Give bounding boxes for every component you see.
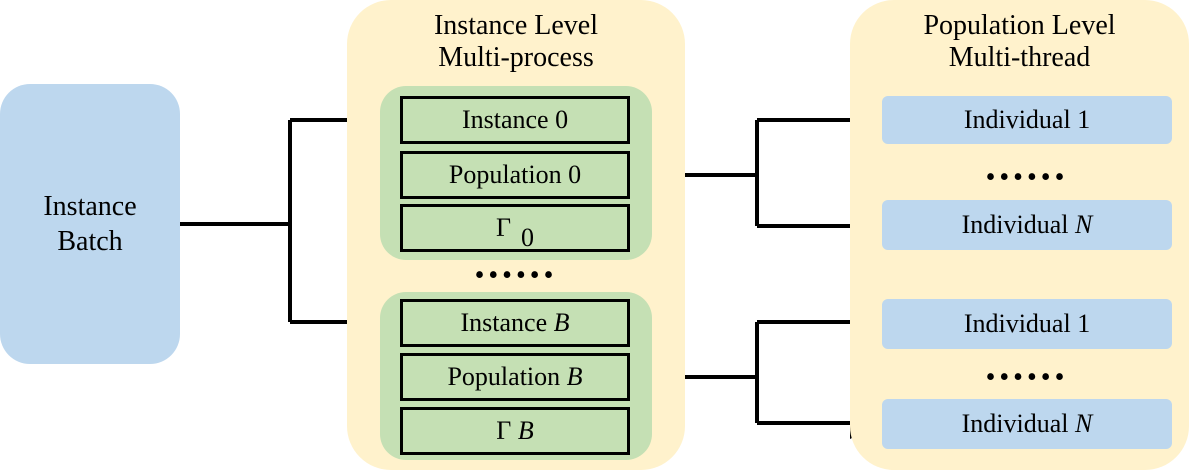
population-level-title-line2: Multi-thread	[948, 42, 1091, 73]
gamma-cell-b-symbol: Γ	[496, 416, 512, 445]
individual-n-top-prefix: Individual	[961, 210, 1069, 239]
population-cell-0: Population 0	[400, 151, 630, 199]
instance-cell-b: Instance B	[400, 299, 630, 347]
population-level-title: Population Level Multi-thread	[850, 10, 1189, 74]
individual-1-bottom: Individual 1	[882, 299, 1172, 349]
population-cell-b-index: B	[566, 362, 583, 391]
individual-1-top-index: 1	[1077, 105, 1091, 134]
individual-1-top: Individual 1	[882, 96, 1172, 144]
individual-separator-bottom: ••••••	[985, 362, 1069, 393]
batch-label-line2: Batch	[57, 226, 123, 257]
instance-level-title: Instance Level Multi-process	[347, 10, 685, 74]
instance-level-title-line1: Instance Level	[433, 10, 599, 41]
individual-n-top-index: N	[1075, 210, 1093, 239]
instance-cell-0: Instance 0	[400, 96, 630, 144]
individual-n-bottom: Individual N	[882, 399, 1172, 449]
population-cell-0-index: 0	[568, 160, 582, 189]
gamma-cell-0-symbol: Γ	[495, 213, 512, 242]
gamma-cell-b-index: B	[517, 416, 534, 445]
individual-1-bottom-index: 1	[1077, 309, 1091, 338]
individual-n-bottom-prefix: Individual	[961, 409, 1069, 438]
individual-n-bottom-index: N	[1075, 409, 1093, 438]
gamma-cell-b: Γ B	[400, 407, 630, 455]
population-cell-b: Population B	[400, 353, 630, 401]
individual-1-top-prefix: Individual	[963, 105, 1071, 134]
instance-level-title-line2: Multi-process	[438, 42, 594, 73]
instance-cell-0-index: 0	[555, 105, 569, 134]
instance-batch-box: Instance Batch	[0, 84, 180, 364]
population-cell-b-prefix: Population	[447, 362, 561, 391]
individual-1-bottom-prefix: Individual	[963, 309, 1071, 338]
individual-separator-top: ••••••	[985, 162, 1069, 193]
population-cell-0-prefix: Population	[448, 160, 562, 189]
instance-cell-0-prefix: Instance	[461, 105, 549, 134]
instance-separator-dots: ••••••	[474, 260, 558, 291]
gamma-cell-0-index: 0	[521, 223, 535, 252]
individual-n-top: Individual N	[882, 200, 1172, 250]
instance-cell-b-prefix: Instance	[460, 308, 548, 337]
instance-cell-b-index: B	[553, 308, 570, 337]
batch-label-line1: Instance	[43, 191, 137, 222]
population-level-title-line1: Population Level	[923, 10, 1116, 41]
